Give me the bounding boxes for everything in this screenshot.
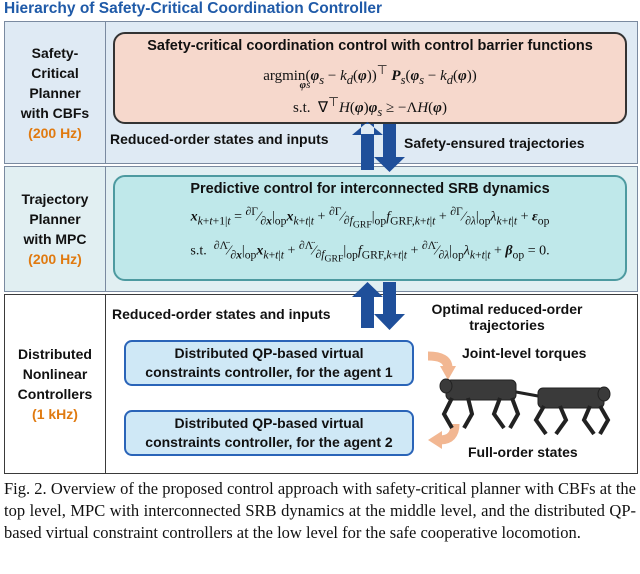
qp-controller-agent-1: Distributed QP-based virtual constraints…	[124, 340, 414, 386]
cbf-box: Safety-critical coordination control wit…	[113, 32, 627, 124]
link-label-down2-line: Optimal reduced-order	[431, 301, 583, 317]
cbf-box-title: Safety-critical coordination control wit…	[147, 38, 593, 54]
cbf-constraint-equation: s.t. ∇⊤H(φ)φs ≥ −ΛH(φ)	[293, 95, 447, 119]
qp-controller-agent-2: Distributed QP-based virtual constraints…	[124, 410, 414, 456]
qp1-line: constraints controller, for the agent 1	[145, 364, 393, 380]
mpc-dynamics-equation: xk+t+1|t = ∂Γ⁄∂x|opxk+t|t + ∂Γ⁄∂fGRF|opf…	[190, 205, 550, 231]
side-line: Distributed	[18, 346, 92, 362]
diagram-title: Hierarchy of Safety-Critical Coordinatio…	[4, 0, 383, 17]
level2-rate: (200 Hz)	[28, 251, 82, 267]
side-line: Nonlinear	[22, 366, 88, 382]
side-line: Safety-	[31, 44, 79, 61]
figure-caption: Fig. 2. Overview of the proposed control…	[4, 479, 636, 542]
mpc-box: Predictive control for interconnected SR…	[113, 175, 627, 281]
link-label-up1: Reduced-order states and inputs	[110, 131, 329, 147]
cbf-argmin-subscript: φs	[299, 79, 311, 91]
joint-torques-label: Joint-level torques	[462, 345, 587, 361]
qp2-line: Distributed QP-based virtual	[174, 415, 364, 431]
link-label-down1: Safety-ensured trajectories	[404, 135, 585, 151]
full-order-states-label: Full-order states	[468, 444, 578, 460]
link-label-down2-line: trajectories	[469, 317, 545, 333]
mpc-constraint-equation: s.t. ∂Λ̈⁄∂x|opxk+t|t + ∂Λ̈⁄∂fGRF|opfGRF,…	[190, 239, 550, 265]
level3-rate: (1 kHz)	[32, 406, 78, 422]
level1-rate: (200 Hz)	[28, 124, 82, 141]
side-line: Controllers	[17, 386, 93, 402]
qp1-line: Distributed QP-based virtual	[174, 345, 364, 361]
side-line: Planner	[29, 84, 81, 101]
link-label-down2: Optimal reduced-order trajectories	[412, 301, 602, 333]
level1-side-label: Safety- Critical Planner with CBFs (200 …	[5, 22, 106, 163]
link-label-up2: Reduced-order states and inputs	[112, 306, 331, 322]
side-line: with MPC	[23, 231, 87, 247]
qp2-line: constraints controller, for the agent 2	[145, 434, 393, 450]
mpc-box-title: Predictive control for interconnected SR…	[190, 181, 550, 197]
side-line: Planner	[29, 211, 81, 227]
side-line: Critical	[31, 64, 79, 81]
level3-side-label: Distributed Nonlinear Controllers (1 kHz…	[5, 295, 106, 473]
level2-side-label: Trajectory Planner with MPC (200 Hz)	[5, 167, 106, 291]
cbf-objective-equation: argmin(φs − kd(φ))⊤ Ps(φs − kd(φ))	[263, 63, 477, 87]
side-line: with CBFs	[20, 104, 90, 121]
side-line: Trajectory	[21, 191, 89, 207]
